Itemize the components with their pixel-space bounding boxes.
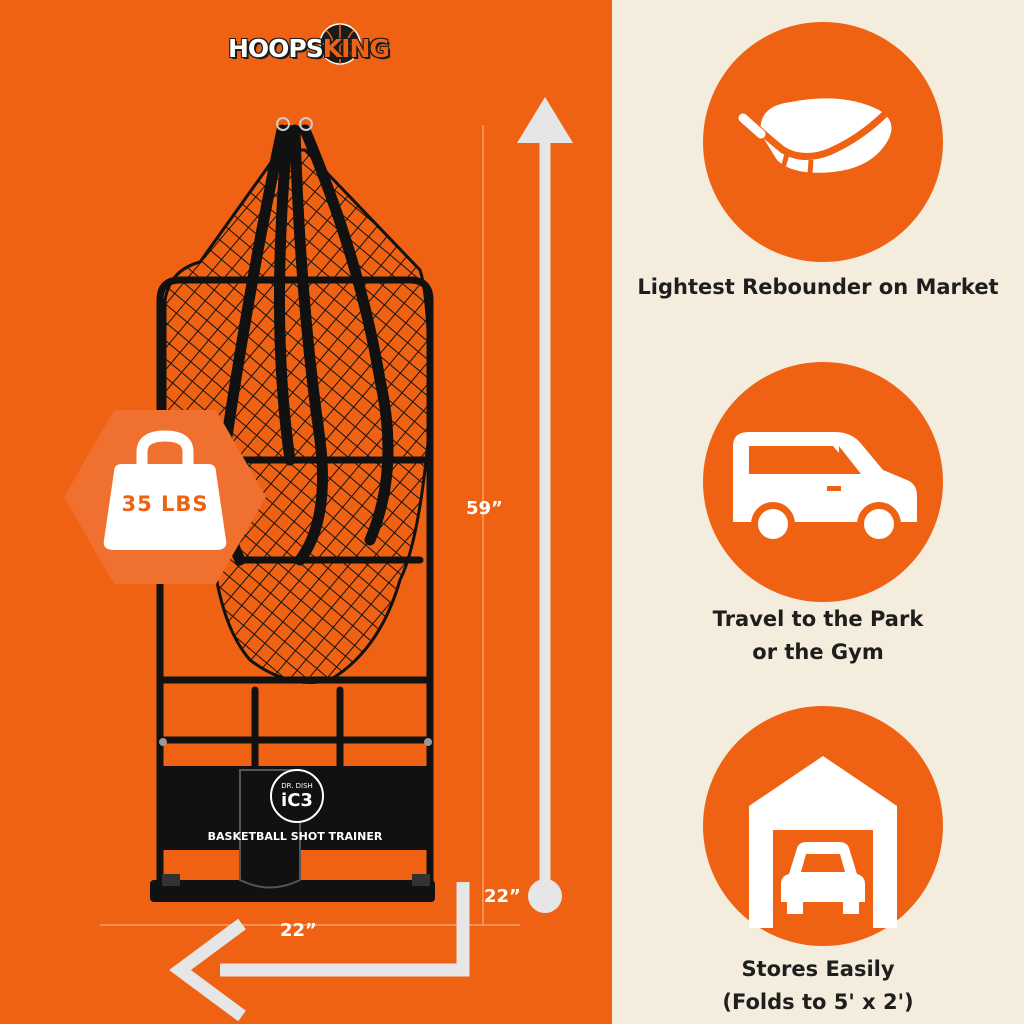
garage-car-icon — [749, 756, 897, 928]
feature-line: Stores Easily — [741, 957, 895, 981]
van-icon — [733, 432, 917, 546]
width-dimension: 22” — [280, 920, 317, 941]
brand-name: HOOPSKING — [228, 33, 390, 63]
feature-line: Travel to the Park — [712, 607, 924, 631]
feature-circle-travel — [703, 362, 943, 602]
feature-circle-lightest — [703, 22, 943, 262]
weight-badge — [64, 410, 266, 584]
feature-line: (Folds to 5' x 2') — [722, 990, 914, 1014]
feather-icon — [738, 98, 892, 189]
brand-logo: HOOPSKING — [228, 23, 390, 70]
height-arrow — [517, 97, 573, 913]
product-logo-line1: DR. DISH — [281, 782, 313, 790]
product-panel-text: BASKETBALL SHOT TRAINER — [208, 830, 383, 843]
height-dimension: 59” — [466, 498, 503, 519]
feature-line: or the Gym — [752, 640, 884, 664]
feature-text-lightest: Lightest Rebounder on Market — [612, 271, 1024, 304]
product-logo-line2: iC3 — [281, 790, 313, 811]
width-arrow — [169, 882, 470, 1022]
depth-dimension: 22” — [484, 886, 521, 907]
feature-text-travel: Travel to the Park or the Gym — [612, 603, 1024, 669]
brand-name-part2: KING — [322, 33, 390, 63]
brand-name-part1: HOOPS — [228, 33, 324, 63]
weight-icon — [103, 430, 227, 550]
weight-label: 35 LBS — [121, 492, 209, 516]
feature-circle-storage — [703, 706, 943, 946]
feature-line: Lightest Rebounder on Market — [637, 275, 999, 299]
basketball-icon — [319, 23, 361, 65]
feature-text-storage: Stores Easily (Folds to 5' x 2') — [612, 953, 1024, 1019]
